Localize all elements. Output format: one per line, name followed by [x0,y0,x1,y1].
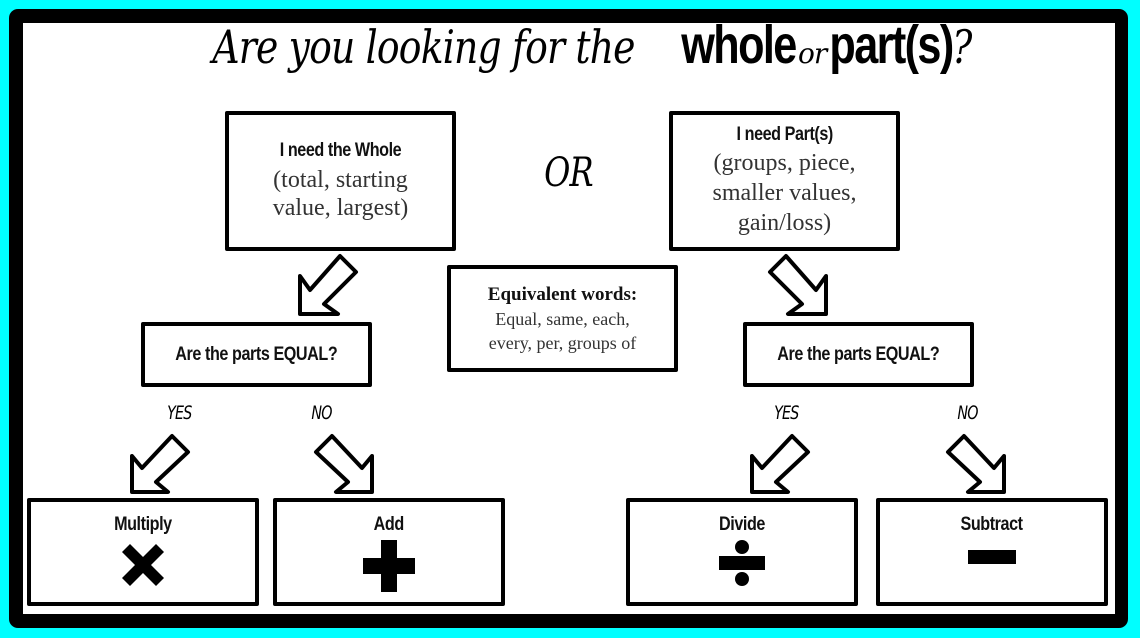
equivalent-line-2: every, per, groups of [488,332,637,353]
whole-heading: I need the Whole [279,140,402,161]
left-question-text: Are the parts EQUAL? [175,343,338,365]
left-yes-label: YES [167,402,192,424]
whole-details-1: (total, starting [273,167,408,193]
arrow-down-left-icon [298,254,358,316]
multiply-label: Multiply [114,514,172,535]
left-question-box: Are the parts EQUAL? [141,322,372,387]
parts-details-1: (groups, piece, [713,150,856,176]
add-label: Add [373,514,405,535]
parts-details-3: gain/loss) [737,210,832,236]
plus-icon [363,540,415,592]
right-no-label: NO [957,402,978,424]
subtract-box: Subtract [876,498,1108,606]
or-label: OR [544,150,594,196]
parts-box: I need Part(s) (groups, piece, smaller v… [669,111,900,251]
no-arrow-down-right-icon [946,434,1006,494]
arrow-down-right-icon [768,254,828,316]
whole-box: I need the Whole (total, starting value,… [225,111,456,251]
title-parts: part(s) [829,15,955,75]
divide-box: Divide [626,498,858,606]
equivalent-line-1: Equal, same, each, [495,308,630,329]
page-title: Are you looking for the whole or part(s)… [0,14,1140,76]
add-box: Add [273,498,505,606]
equivalent-words-box: Equivalent words: Equal, same, each, eve… [447,265,678,372]
title-question-mark: ? [952,20,972,74]
title-script-text: Are you looking for the [212,20,635,74]
multiply-box: Multiply [27,498,259,606]
parts-details-2: smaller values, [712,180,857,206]
left-no-label: NO [311,402,332,424]
title-whole: whole [681,15,797,75]
whole-details-2: value, largest) [272,195,409,221]
equivalent-heading: Equivalent words: [487,283,638,305]
multiply-icon [122,544,164,586]
right-yes-label: YES [774,402,799,424]
subtract-label: Subtract [960,514,1024,535]
minus-icon [968,550,1016,564]
parts-heading: I need Part(s) [736,124,833,145]
right-question-text: Are the parts EQUAL? [777,343,940,365]
no-arrow-down-right-icon [314,434,374,494]
title-or: or [798,37,827,70]
yes-arrow-down-left-icon [130,434,190,494]
divide-icon [719,540,765,586]
divide-label: Divide [719,514,765,535]
right-question-box: Are the parts EQUAL? [743,322,974,387]
yes-arrow-down-left-icon [750,434,810,494]
